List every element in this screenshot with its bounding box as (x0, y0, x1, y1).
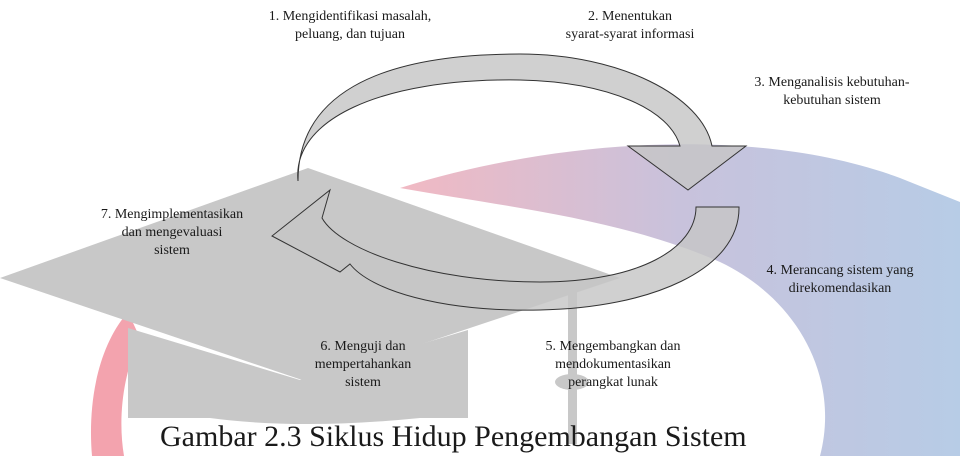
step-2-label: 2. Menentukan syarat-syarat informasi (500, 8, 760, 44)
step-4-label: 4. Merancang sistem yang direkomendasika… (720, 262, 960, 298)
step-3-label: 3. Menganalisis kebutuhan- kebutuhan sis… (712, 74, 952, 110)
figure-caption: Gambar 2.3 Siklus Hidup Pengembangan Sis… (160, 418, 960, 456)
step-6-label: 6. Menguji dan mempertahankan sistem (278, 338, 448, 392)
step-5-label: 5. Mengembangkan dan mendokumentasikan p… (508, 338, 718, 392)
step-7-label: 7. Mengimplementasikan dan mengevaluasi … (62, 206, 282, 260)
step-1-label: 1. Mengidentifikasi masalah, peluang, da… (220, 8, 480, 44)
